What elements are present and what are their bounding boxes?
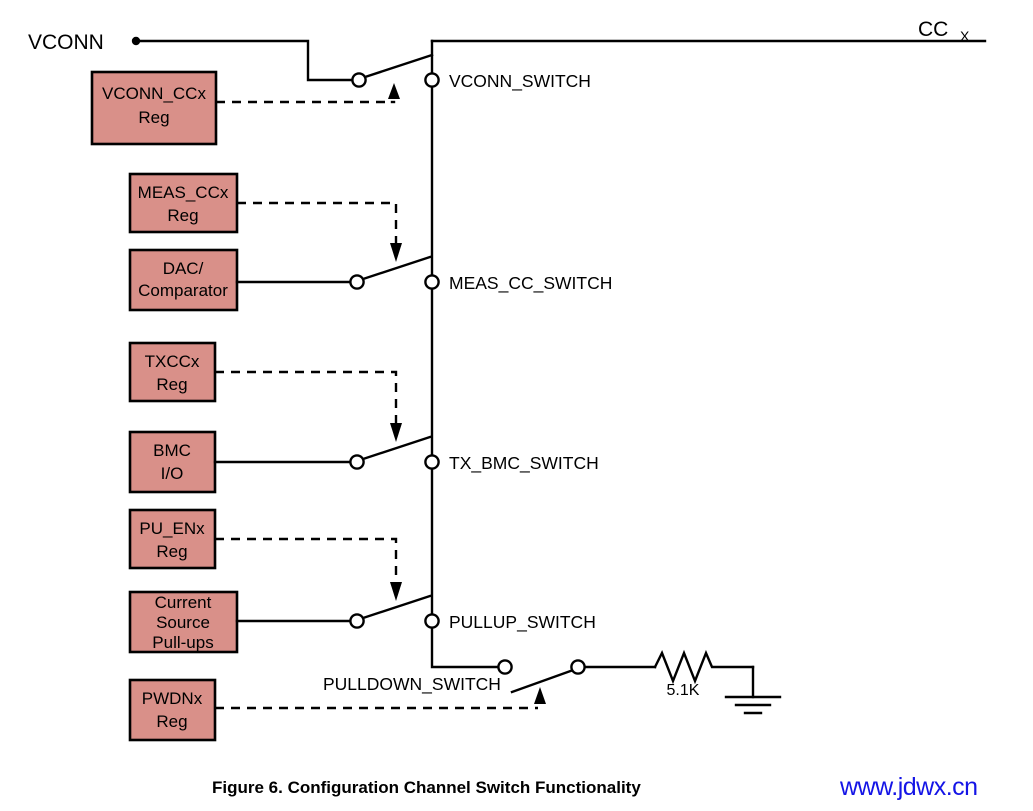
vconn-switch-hinge-node [351, 72, 367, 88]
block-dac-comparator-line1: DAC/ [163, 259, 204, 278]
block-txccx-reg-line1: TXCCx [145, 352, 200, 371]
block-vconn-ccx-reg-line1: VCONN_CCx [102, 84, 206, 103]
vconn-ccx-control-arrow [388, 83, 400, 99]
vconn-pin-label: VCONN [28, 31, 104, 54]
ccx-pin-subscript: X [960, 28, 970, 44]
block-pu-enx-reg-line1: PU_ENx [139, 519, 205, 538]
tx-bmc-switch-arm [358, 435, 432, 462]
vconn-feed-wire [134, 39, 361, 82]
resistor-value-label: 5.1K [667, 682, 700, 699]
block-pwdnx-reg-line2: Reg [156, 712, 187, 731]
block-bmc-io [128, 430, 217, 494]
block-vconn-ccx-reg-line2: Reg [138, 108, 169, 127]
vconn-switch-label: VCONN_SWITCH [449, 71, 591, 92]
block-meas-ccx-reg-line2: Reg [167, 206, 198, 225]
block-pu-enx-reg-line2: Reg [156, 542, 187, 561]
block-current-source-line1: Current [155, 593, 212, 612]
meas-cc-switch-hinge-node [349, 274, 365, 290]
block-current-source-pullups [128, 590, 239, 654]
pullup-switch-arm [358, 594, 432, 621]
block-current-source-line3: Pull-ups [152, 633, 213, 652]
block-vconn-ccx-reg [90, 70, 218, 146]
tx-bmc-switch-hinge-node [349, 454, 365, 470]
meas-cc-switch-node [424, 274, 440, 290]
block-bmc-io-line2: I/O [161, 464, 184, 483]
tx-bmc-switch-node [424, 454, 440, 470]
block-meas-ccx-reg [128, 172, 239, 234]
block-dac-comparator [128, 248, 239, 312]
block-dac-comparator-line2: Comparator [138, 281, 228, 300]
txccx-control-arrow [390, 423, 402, 442]
pulldown-switch-label: PULLDOWN_SWITCH [323, 674, 501, 695]
vconn-switch-arm [360, 53, 434, 80]
block-txccx-reg-line2: Reg [156, 375, 187, 394]
watermark-text: www.jdwx.cn [840, 773, 978, 801]
block-bmc-io-line1: BMC [153, 441, 191, 460]
vconn-switch-node [424, 72, 440, 88]
pwdnx-control-arrow [534, 687, 546, 704]
pu-enx-control-dash [215, 537, 398, 582]
pulldown-switch-node [497, 659, 513, 675]
meas-ccx-control-arrow [390, 243, 402, 262]
ccx-pin-label: CC [918, 18, 948, 41]
pullup-switch-hinge-node [349, 613, 365, 629]
meas-ccx-control-dash [237, 201, 398, 243]
block-pwdnx-reg-line1: PWDNx [142, 689, 203, 708]
pullup-switch-label: PULLUP_SWITCH [449, 612, 596, 633]
pu-enx-control-arrow [390, 582, 402, 601]
block-meas-ccx-reg-line1: MEAS_CCx [138, 183, 229, 202]
pulldown-switch-arm [510, 667, 578, 694]
pullup-switch-node [424, 613, 440, 629]
block-current-source-line2: Source [156, 613, 210, 632]
txccx-control-dash [215, 370, 398, 423]
pulldown-resistor [653, 649, 755, 685]
pulldown-switch-hinge-node [570, 659, 586, 675]
cc-vertical-bus [430, 39, 507, 669]
meas-cc-switch-arm [358, 255, 432, 282]
tx-bmc-switch-label: TX_BMC_SWITCH [449, 453, 599, 474]
block-pwdnx-reg [128, 678, 217, 742]
meas-cc-switch-label: MEAS_CC_SWITCH [449, 273, 612, 294]
figure-caption: Figure 6. Configuration Channel Switch F… [212, 778, 641, 797]
